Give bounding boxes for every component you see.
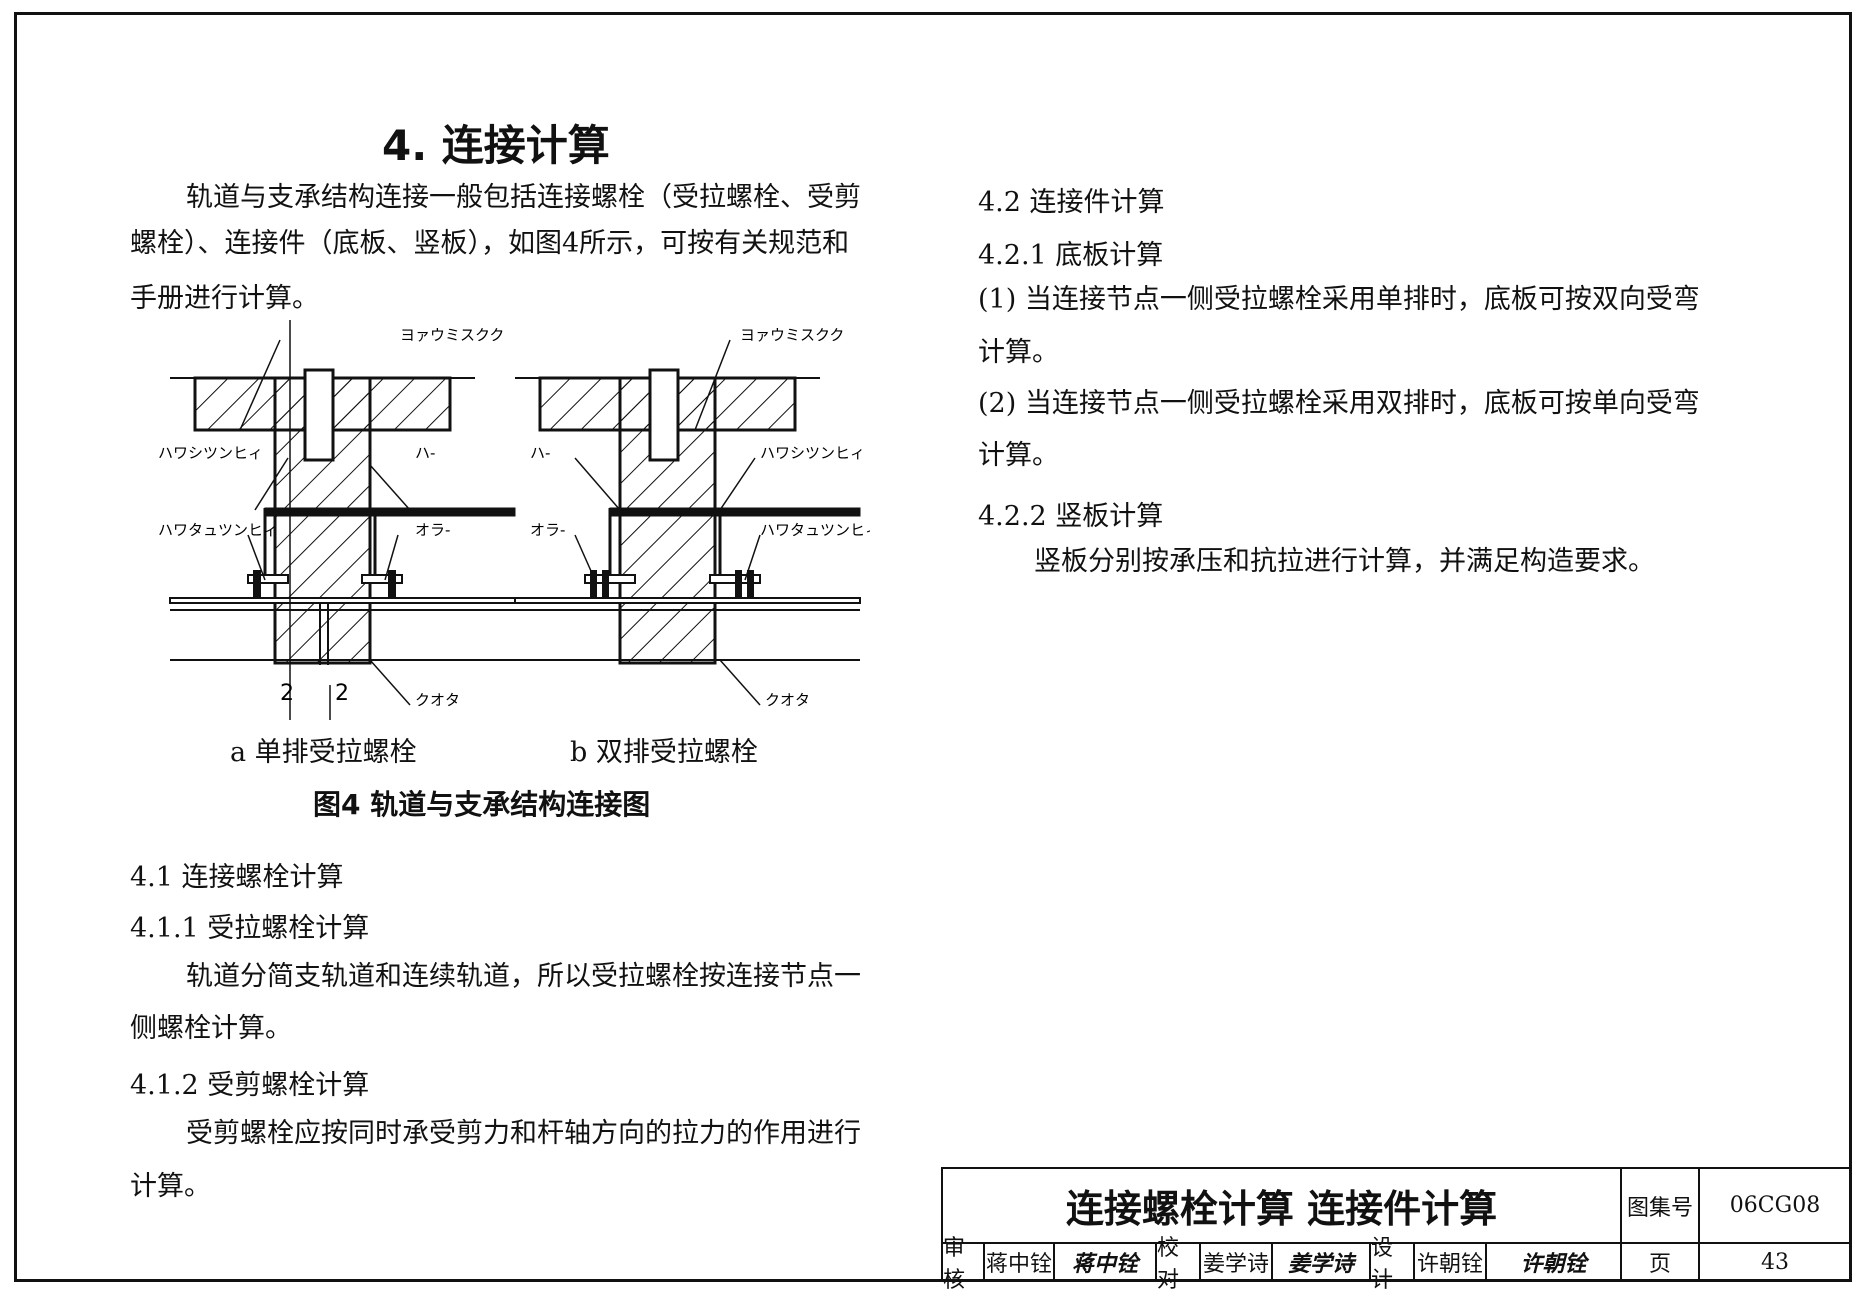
design-signature: 许朝铨 [1485,1242,1622,1282]
page-title: 4. 连接计算 [382,121,610,170]
atlas-number: 06CG08 [1698,1167,1852,1244]
label-a-top: ヨァウミスクク [400,326,504,344]
dim-a-2: 2 [335,681,349,706]
figure-caption: 图4 轨道与支承结构连接图 [313,788,651,821]
para-4-1-1-line-2: 侧螺栓计算。 [130,1013,292,1044]
figure-b: ヨァウミスクク ハ- ハワシツンヒィ オラ- ハワタュツンヒィ クオタ [514,326,870,709]
connection-figure: ヨァウミスクク ハワシツンヒィ ハ- ハワタュツンヒィ オラ- クオタ 2 2 … [158,320,870,720]
label-a-right2: オラ- [415,521,450,539]
label-a-right1: ハ- [415,444,435,462]
heading-4-1-1: 4.1.1 受拉螺栓计算 [130,913,370,944]
heading-4-2: 4.2 连接件计算 [978,187,1165,218]
review-name: 蒋中铨 [983,1242,1055,1282]
atlas-label: 图集号 [1620,1167,1700,1244]
design-label: 设计 [1369,1236,1415,1293]
design-name: 许朝铨 [1413,1242,1487,1282]
title-block-main-title: 连接螺栓计算 连接件计算 [941,1167,1622,1244]
check-signature: 姜学诗 [1271,1242,1371,1282]
drawing-frame [14,12,1852,1282]
para-4-2-1-b-line-2: 计算。 [978,440,1059,471]
para-4-2-1-a-line-1: (1) 当连接节点一侧受拉螺栓采用单排时，底板可按双向受弯 [978,284,1700,315]
figure-sub-b: b 双排受拉螺栓 [570,737,758,768]
label-a-left2: ハワタュツンヒィ [158,521,278,539]
figure-a: ヨァウミスクク ハワシツンヒィ ハ- ハワタュツンヒィ オラ- クオタ 2 2 [158,320,516,720]
review-signature: 蒋中铨 [1053,1242,1157,1282]
label-b-left2: オラ- [530,521,565,539]
label-b-bottom: クオタ [765,691,810,709]
heading-4-2-2: 4.2.2 竖板计算 [978,501,1164,532]
title-block: 连接螺栓计算 连接件计算 图集号 06CG08 审核 蒋中铨 蒋中铨 校对 姜学… [941,1167,1852,1293]
page-label: 页 [1620,1242,1700,1282]
heading-4-1: 4.1 连接螺栓计算 [130,862,344,893]
label-b-right2: ハワタュツンヒィ [760,521,870,539]
intro-line-2: 螺栓）、连接件（底板、竖板），如图4所示，可按有关规范和 [130,228,850,259]
para-4-1-2-line-1: 受剪螺栓应按同时承受剪力和杆轴方向的拉力的作用进行 [186,1118,861,1149]
para-4-1-1-line-1: 轨道分简支轨道和连续轨道，所以受拉螺栓按连接节点一 [186,961,861,992]
intro-line-3: 手册进行计算。 [130,283,319,314]
check-name: 姜学诗 [1199,1242,1273,1282]
check-label: 校对 [1155,1236,1201,1293]
label-b-top: ヨァウミスクク [740,326,844,344]
label-b-right1: ハワシツンヒィ [760,444,865,462]
label-b-left1: ハ- [530,444,550,462]
para-4-1-2-line-2: 计算。 [130,1171,211,1202]
para-4-2-1-a-line-2: 计算。 [978,337,1059,368]
para-4-2-2: 竖板分别按承压和抗拉进行计算，并满足构造要求。 [1034,546,1655,577]
intro-line-1: 轨道与支承结构连接一般包括连接螺栓（受拉螺栓、受剪 [186,182,861,213]
heading-4-2-1: 4.2.1 底板计算 [978,240,1164,271]
label-a-bottom: クオタ [415,691,460,709]
figure-sub-a: a 单排受拉螺栓 [230,737,417,768]
page-number: 43 [1698,1242,1852,1282]
para-4-2-1-b-line-1: (2) 当连接节点一侧受拉螺栓采用双排时，底板可按单向受弯 [978,388,1700,419]
label-a-left1: ハワシツンヒィ [158,444,263,462]
heading-4-1-2: 4.1.2 受剪螺栓计算 [130,1070,370,1101]
review-label: 审核 [941,1236,985,1293]
dim-a-1: 2 [280,681,294,706]
